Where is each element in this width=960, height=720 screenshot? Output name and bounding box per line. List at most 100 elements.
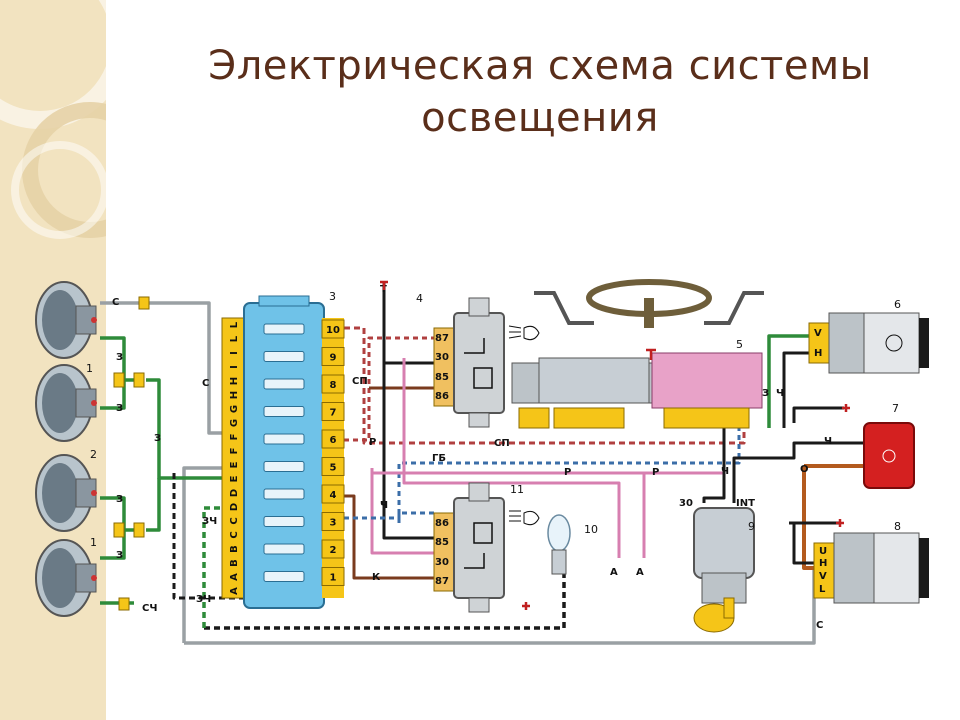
- fuse-number-label: 7: [330, 408, 337, 419]
- wire-label-c-top: С: [112, 297, 119, 308]
- fuse-letter-label: L: [229, 335, 240, 342]
- fuse-number-box: [321, 347, 345, 366]
- relay-11-pin-2: 85: [435, 537, 449, 548]
- wire-label-z4: З: [116, 494, 123, 505]
- wire-label-a2: А: [636, 567, 644, 578]
- fuse: [263, 461, 305, 472]
- lighting-wiring-diagram: 1 2 1: [35, 279, 929, 645]
- wire-label-r2: Р: [564, 467, 571, 478]
- indicator-lamp-7: 7: [863, 402, 915, 489]
- fuse-number-label: 2: [330, 545, 337, 556]
- wire-label-ch2: Ч: [776, 388, 784, 399]
- fusebox-fuses: [263, 323, 305, 582]
- wire-label-ch4: Ч: [824, 436, 832, 447]
- fuse-number-box: [321, 457, 345, 476]
- switch-8: U H V L 8: [813, 520, 929, 604]
- label-component-9: 9: [748, 520, 755, 533]
- relay-11-pin-3: 30: [435, 557, 449, 568]
- relay-11-pin-1: 86: [435, 518, 449, 529]
- relay-4: 4 87 30 85 86: [416, 292, 540, 428]
- wire-label-ch1: Ч: [380, 500, 388, 511]
- wire-label-sch: СЧ: [142, 603, 157, 614]
- switch-8-pin-2: H: [819, 558, 827, 569]
- fuse: [263, 323, 305, 335]
- headlamp-1: [35, 281, 97, 359]
- switch-8-pin-4: L: [819, 584, 826, 595]
- wire-label-r1: Р: [369, 437, 376, 448]
- fuse-letter-label: E: [229, 475, 240, 482]
- fuse-letter-label: D: [229, 489, 240, 497]
- light-symbol-icon: [885, 334, 903, 352]
- ignition-terminal-30: 30: [679, 498, 693, 509]
- label-component-4: 4: [416, 292, 423, 305]
- fuse-number-box: [321, 484, 345, 504]
- relay-4-pin-3: 85: [435, 372, 449, 383]
- wire-label-zch1: ЗЧ: [202, 516, 217, 527]
- fuse-number-box: [321, 374, 345, 394]
- connectors: [113, 296, 150, 611]
- fuse-letter-label: E: [229, 461, 240, 468]
- label-component-6: 6: [894, 298, 901, 311]
- label-component-11: 11: [510, 483, 524, 496]
- title-line-2: освещения: [421, 95, 659, 141]
- headlamp-group: 1 2 1: [35, 281, 97, 617]
- ignition-key-icon: [693, 597, 735, 633]
- fuse-letter-label: G: [229, 405, 240, 413]
- headlamp-4: [35, 539, 97, 617]
- relay-4-pin-2: 30: [435, 352, 449, 363]
- fuse-letter-label: D: [229, 503, 240, 511]
- decorative-rings: [0, 0, 106, 239]
- headlamp-2: [35, 364, 97, 442]
- wire-label-z1: З: [116, 352, 123, 363]
- fuse: [263, 351, 305, 362]
- fuse-number-label: 5: [330, 463, 337, 474]
- fuse-number-box: [321, 512, 345, 531]
- wire-label-zch2: ЗЧ: [196, 594, 211, 605]
- wire-label-c-right: С: [816, 620, 823, 631]
- wire-label-z2: З: [116, 403, 123, 414]
- fuse-letter-label: B: [229, 545, 240, 553]
- switch-6-pin-2: H: [814, 348, 822, 359]
- fuse: [263, 378, 305, 390]
- label-component-3: 3: [329, 290, 336, 303]
- fuse-number-box: [321, 319, 345, 339]
- wire-label-z5: З: [116, 550, 123, 561]
- fuse-number-box: [321, 402, 345, 421]
- switch-6: V H 6: [808, 298, 929, 374]
- wire-label-gb: ГБ: [432, 453, 446, 464]
- label-component-10: 10: [584, 523, 598, 536]
- terminal-markers: [380, 280, 850, 610]
- ignition-switch-9: 30 INT 9: [679, 498, 755, 633]
- fuse: [263, 406, 305, 417]
- wire-label-sp2: СП: [494, 438, 510, 449]
- fuse-letter-label: I: [229, 351, 240, 355]
- fuse: [263, 543, 305, 555]
- relay-11: 11 86 85 30 87: [433, 482, 540, 613]
- wire-label-c-left: С: [202, 378, 209, 389]
- fuse-number-label: 1: [330, 573, 337, 584]
- label-component-1a: 1: [86, 362, 93, 375]
- label-component-7: 7: [892, 402, 899, 415]
- relay-4-pin-4: 86: [435, 391, 449, 402]
- label-component-5: 5: [736, 338, 743, 351]
- wire-label-a1: А: [610, 567, 618, 578]
- high-beam-symbol-icon: [509, 510, 540, 526]
- fuse-number-label: 10: [326, 325, 340, 336]
- wire-label-z7: З: [762, 388, 769, 399]
- fuse-letter-label: C: [229, 517, 240, 524]
- fuse-number-label: 9: [330, 353, 337, 364]
- headlight-symbol-icon: [508, 325, 540, 341]
- label-component-1b: 1: [90, 536, 97, 549]
- fuse-letter-label: I: [229, 365, 240, 369]
- switch-8-pin-3: V: [819, 571, 827, 582]
- fuse-letter-label: A: [229, 587, 240, 595]
- switch-8-pin-1: U: [819, 546, 827, 557]
- relay-11-pin-4: 87: [435, 576, 449, 587]
- fuse: [263, 433, 305, 445]
- switch-6-pin-1: V: [814, 328, 822, 339]
- fuse-letter-label: F: [229, 434, 240, 441]
- fuse-letter-label: C: [229, 531, 240, 538]
- fuse-letter-label: L: [229, 321, 240, 328]
- fuse-letter-label: H: [229, 391, 240, 399]
